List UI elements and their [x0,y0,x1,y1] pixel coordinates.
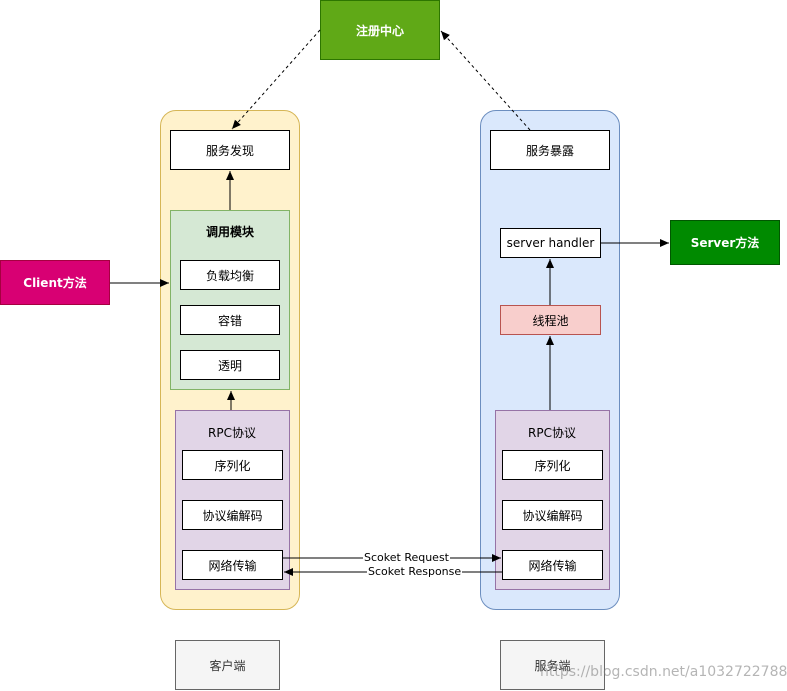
client-footer-box: 客户端 [175,640,280,690]
exposure-to-registry-edge [440,30,531,131]
server-rpc-title: RPC协议 [528,426,576,440]
service-exposure-box[interactable]: 服务暴露 [490,130,610,170]
server-serialize-box[interactable]: 序列化 [502,450,603,480]
server-codec-box[interactable]: 协议编解码 [502,500,603,530]
watermark: https://blog.csdn.net/a1032722788 [540,664,787,680]
service-discovery-box[interactable]: 服务发现 [170,130,290,170]
server-method-box[interactable]: Server方法 [670,220,780,265]
registry-to-discovery-edge [231,29,321,130]
invoke-module-title: 调用模块 [205,225,254,239]
socket-request-label: Scoket Request [363,551,450,564]
load-balance-box[interactable]: 负载均衡 [180,260,280,290]
transparent-box[interactable]: 透明 [180,350,280,380]
server-footer-box: 服务端 [500,640,605,690]
fault-tolerance-box[interactable]: 容错 [180,305,280,335]
client-method-box[interactable]: Client方法 [0,260,110,305]
server-handler-box[interactable]: server handler [500,228,601,258]
server-network-box[interactable]: 网络传输 [502,550,603,580]
client-rpc-title: RPC协议 [208,426,256,440]
client-codec-box[interactable]: 协议编解码 [182,500,283,530]
client-serialize-box[interactable]: 序列化 [182,450,283,480]
thread-pool-box[interactable]: 线程池 [500,305,601,335]
registry-center[interactable]: 注册中心 [320,0,440,60]
client-network-box[interactable]: 网络传输 [182,550,283,580]
socket-response-label: Scoket Response [367,565,463,578]
